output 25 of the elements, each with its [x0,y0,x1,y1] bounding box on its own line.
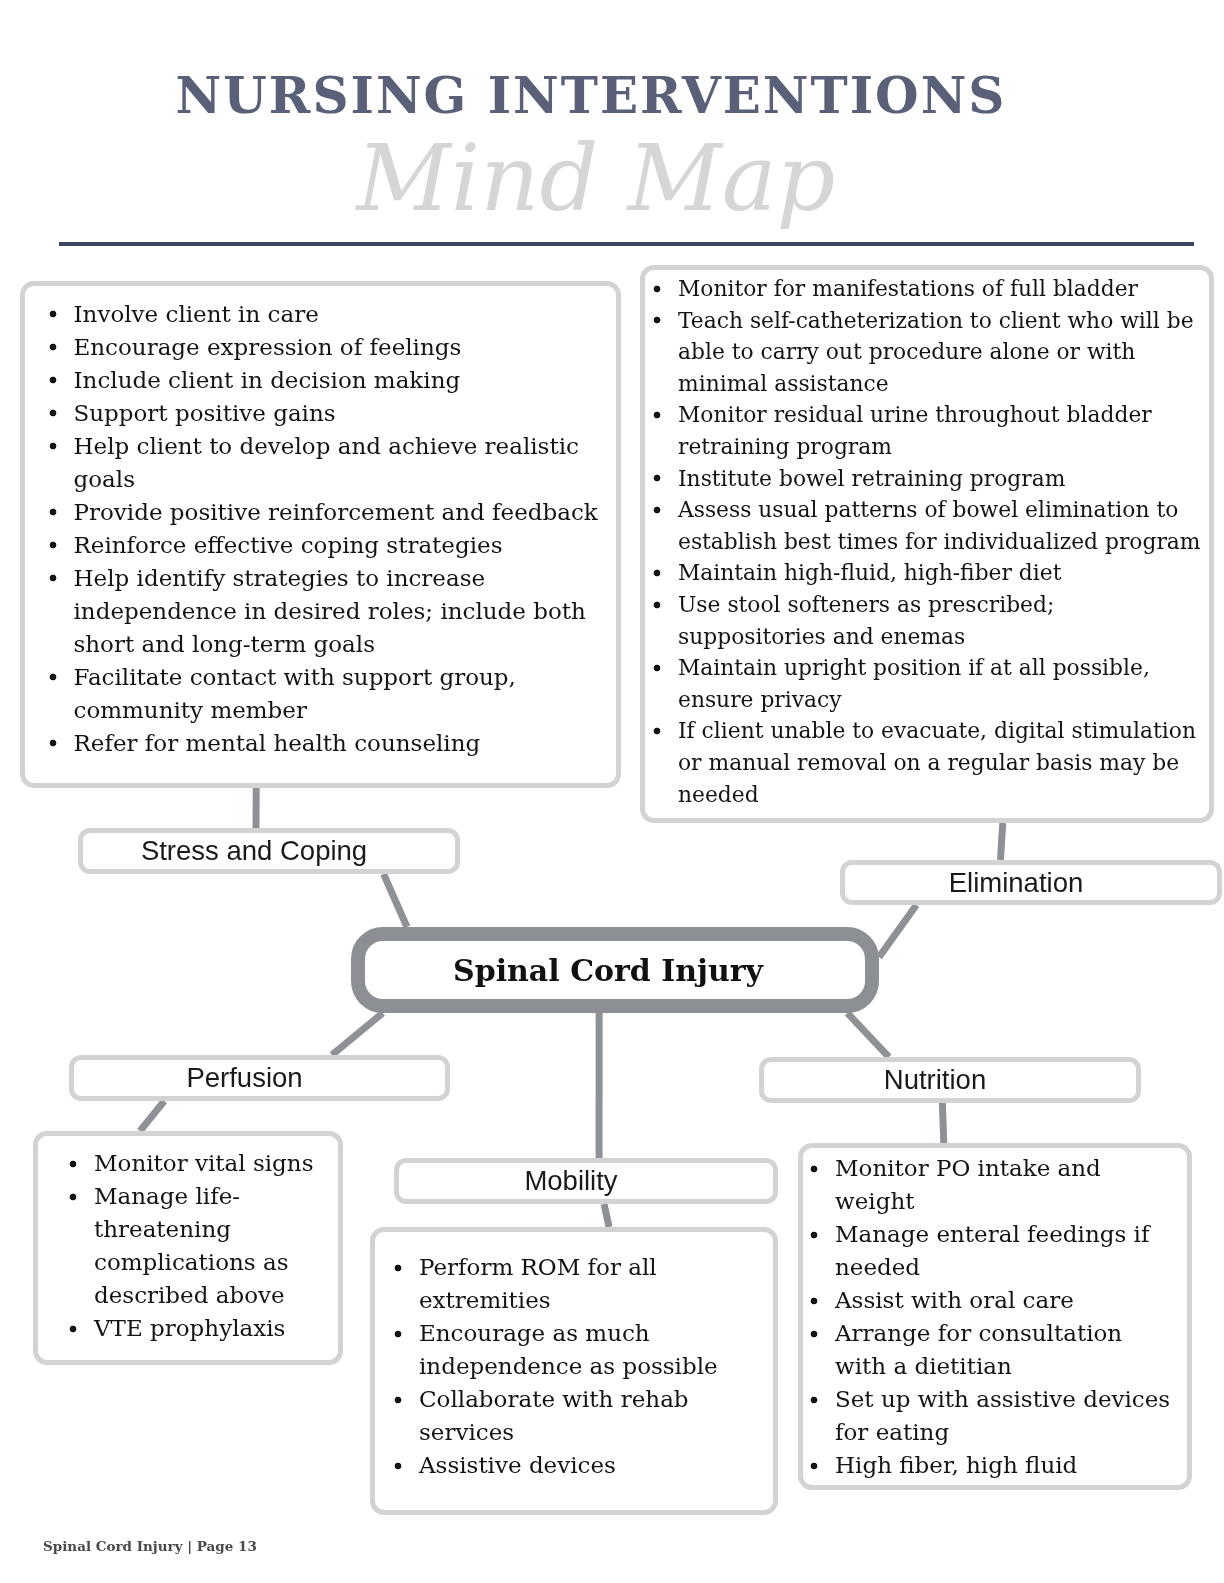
connector-line [252,788,260,828]
category-box [840,860,1222,905]
category-label: Nutrition [883,1064,987,1096]
connector-line [600,1203,613,1228]
category-box [394,1158,778,1204]
category-box [759,1057,1141,1103]
page-title: NURSING INTERVENTIONS [175,66,1007,126]
intervention-panel [20,281,621,788]
intervention-panel [798,1143,1192,1490]
central-topic-box [351,927,879,1013]
page-footer: Spinal Cord Injury | Page 13 [43,1537,257,1555]
category-box [78,828,460,874]
connector-line [938,1102,948,1144]
category-label: Elimination [948,866,1084,899]
connector-line [380,872,411,929]
intervention-panel [640,265,1214,823]
connector-line [595,1013,603,1158]
intervention-panel [370,1227,778,1515]
category-label: Mobility [524,1165,618,1197]
category-label: Perfusion [186,1062,303,1094]
category-box [69,1055,450,1101]
central-topic-label: Spinal Cord Injury [453,952,763,988]
connector-line [996,822,1007,861]
category-label: Stress and Coping [140,835,368,867]
intervention-panel [33,1131,343,1365]
